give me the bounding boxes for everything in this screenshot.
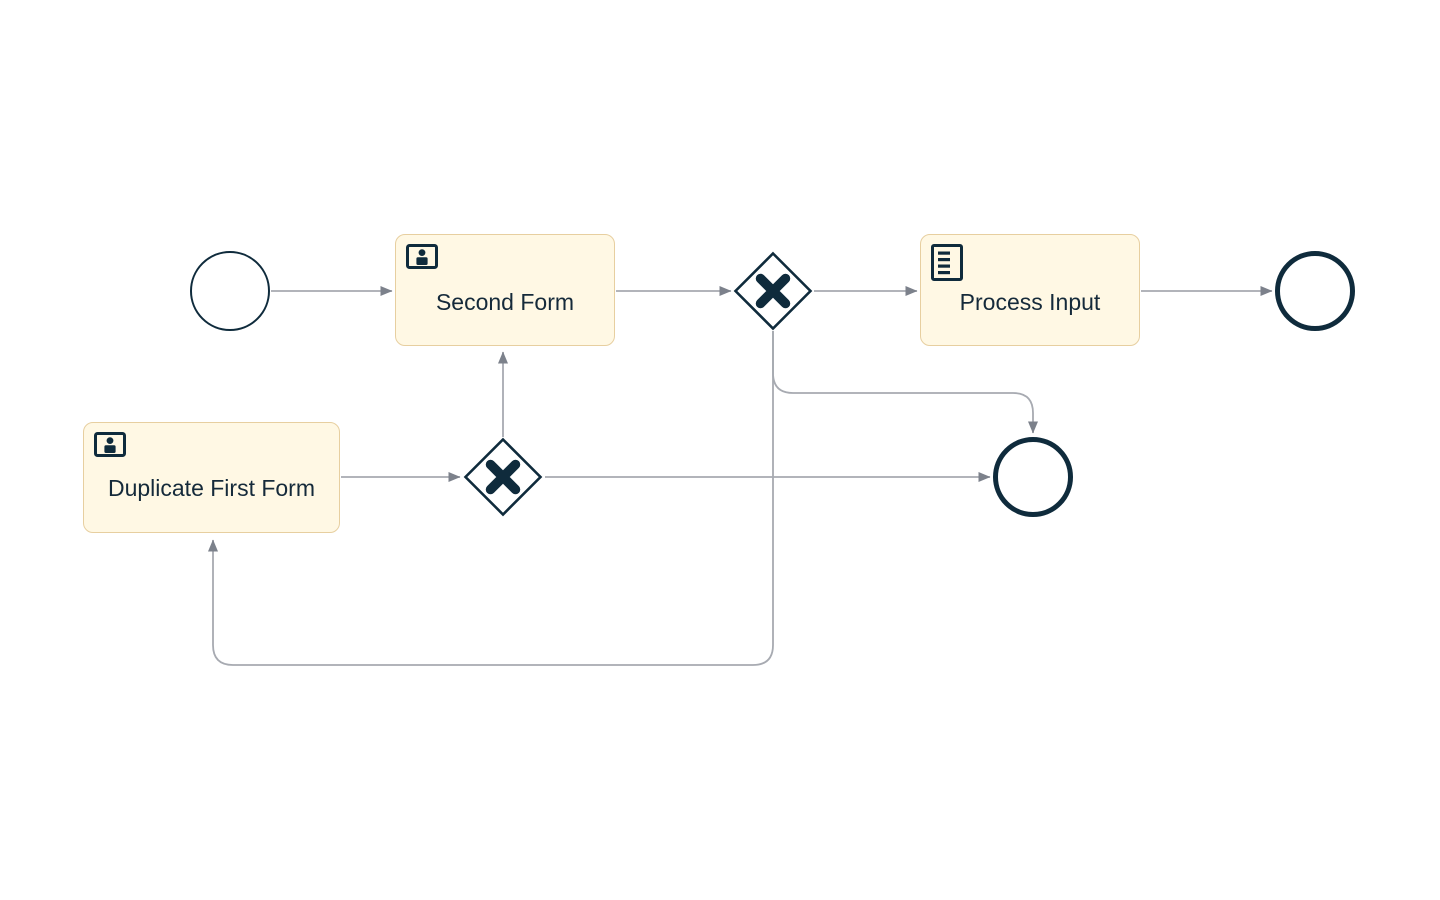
flow-gateway-top-to-end-event-bottom[interactable] [772,331,1038,434]
task-label: Process Input [959,289,1101,315]
user-icon [406,244,438,269]
script-icon [931,244,963,281]
user-icon [94,432,126,457]
end-event-bottom[interactable] [993,437,1073,517]
xor-marker-icon [755,273,791,309]
start-event[interactable] [190,251,270,331]
xor-marker-icon [485,459,521,495]
task-second-form[interactable]: Second Form [395,234,615,346]
task-label: Second Form [435,289,575,315]
task-duplicate-first-form[interactable]: Duplicate First Form [83,422,340,533]
exclusive-gateway-bottom[interactable] [463,437,543,517]
exclusive-gateway-top[interactable] [733,251,813,331]
flow-gateway-top-to-duplicate-first-form[interactable] [208,331,774,666]
end-event-top[interactable] [1275,251,1355,331]
task-process-input[interactable]: Process Input [920,234,1140,346]
task-label: Duplicate First Form [107,475,316,501]
